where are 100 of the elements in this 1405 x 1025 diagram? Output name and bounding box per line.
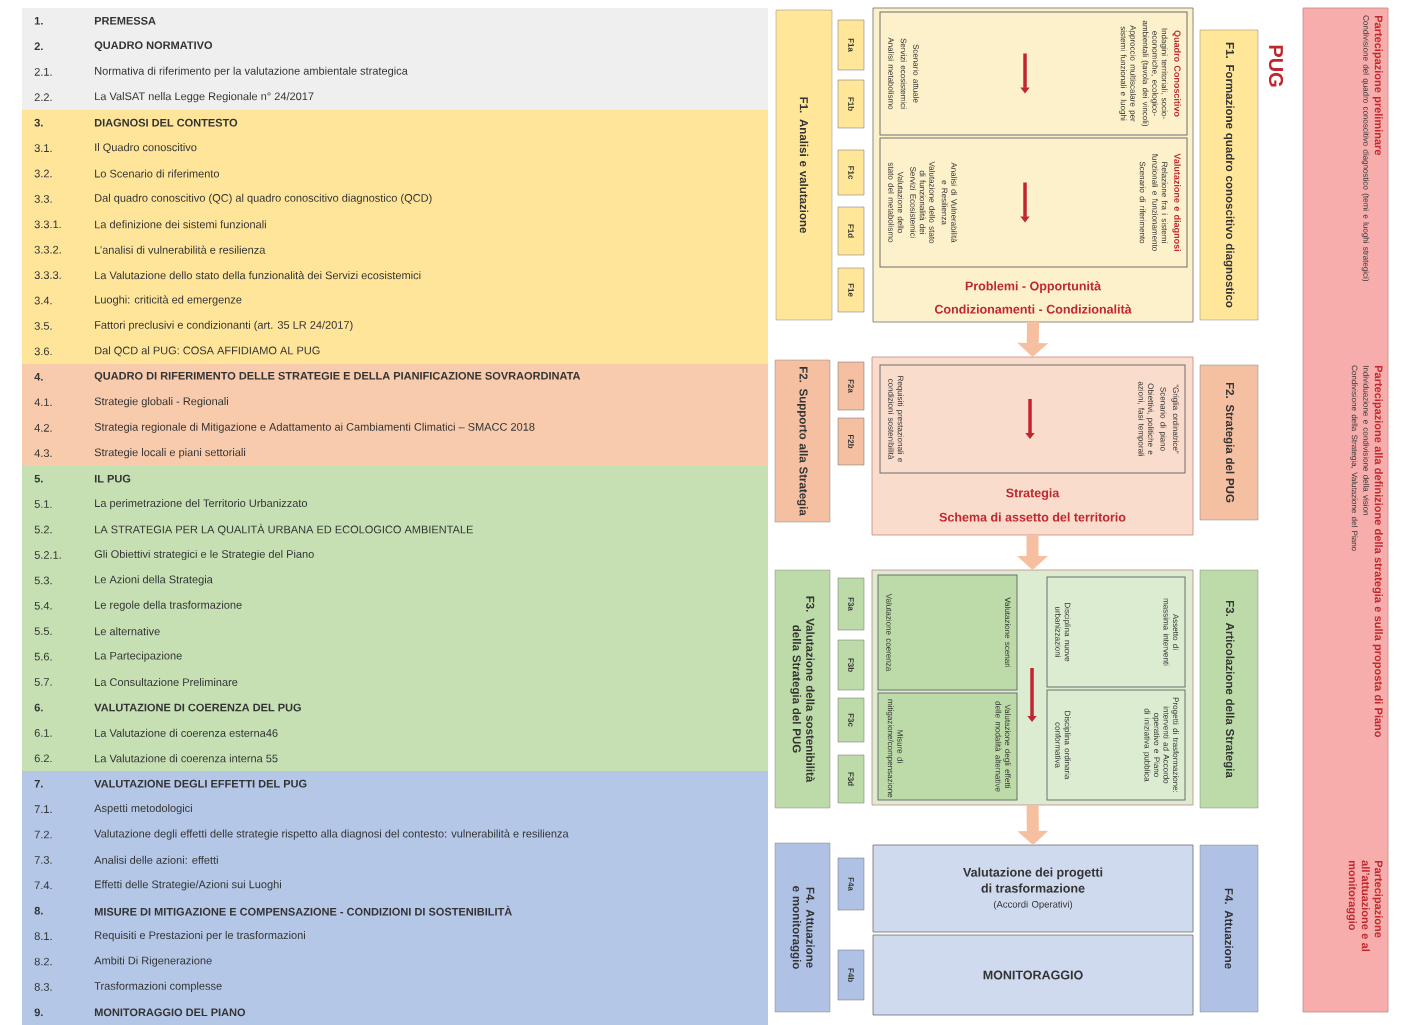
pug-heading: PUG [1268,45,1284,87]
section-title: Aspetti metodologici [94,804,192,815]
section-title: Strategia regionale di Mitigazione e Adattamento ai Cambiamenti Climatici – SMACC 2018 [94,422,535,433]
section-number: 4. [34,373,43,381]
phase-tag: F1e [837,267,865,313]
section-title: Ambiti Di Rigenerazione [94,956,212,967]
section-title: Le alternative [95,627,160,636]
section-title: QUADRO DI RIFERIMENTO DELLE STRATEGIE E DELLA PIANIFICAZIONE SOVRAORDINATA [94,371,581,382]
section-number: 3.4. [34,296,52,305]
section-title: MONITORAGGIO DEL PIANO [94,1008,246,1017]
section-number: 3.1. [34,144,52,152]
table-band [22,8,768,110]
section-number: 4.3. [34,449,52,458]
section-title: MISURE DI MITIGAZIONE E COMPENSAZIONE - CONDIZIONI DI SOSTENIBILITÀ [94,905,512,916]
phase-box: Valutazione dei progetti di trasformazione (Accordi Operativi) [872,844,1194,933]
phase-tag: F3b [837,639,865,691]
section-title: Il Quadro conoscitivo [95,143,197,154]
section-title: Valutazione degli effetti delle strategie rispetto alla diagnosi del contesto: vulnerabilità e resilienza [94,829,569,840]
phase-tag: F1a [837,19,865,71]
section-title: DIAGNOSI DEL CONTESTO [94,118,238,127]
section-number: 5.1. [34,500,52,508]
section-title: La perimetrazione del Territorio Urbanizzato [95,499,308,510]
phase-label-box: F1. Analisi e valutazione [775,9,833,321]
section-number: 5.3. [34,576,52,585]
section-title: Strategie locali e piani settoriali [94,448,246,459]
section-number: 8.1. [34,932,52,940]
section-number: 7. [34,779,43,788]
phase-tag: F4a [837,857,865,911]
section-number: 5.2.1. [34,551,61,559]
section-title: La ValSAT nella Legge Regionale n° 24/2017 [95,92,314,103]
section-number: 2. [34,42,43,51]
section-title: La Valutazione di coerenza esterna46 [95,728,278,737]
section-title: La Consultazione Preliminare [95,677,238,687]
section-title: La Partecipazione [95,651,182,662]
section-number: 1. [34,17,43,25]
table-band [22,110,768,364]
section-title: Effetti delle Strategie/Azioni sui Luoghi [95,880,281,891]
participation-band: Partecipazione preliminare Condivisione del quadro conoscitivo diagnostico (temi e luoghi strategici) Partecipazione alla definizione della strategia e sulla proposta di Piano Individuazione e condivisione della vision Condivisione della Strategia, Valutazione del Piano Partecipazione all’attuazione e al monitoraggio [1302,7,1389,1013]
section-title: La Valutazione di coerenza interna 55 [95,754,278,763]
section-number: 8.2. [34,957,52,966]
phase-tag: F1b [837,79,865,129]
section-number: 6. [34,703,43,712]
section-number: 7.2. [34,830,52,839]
section-title: VALUTAZIONE DI COERENZA DEL PUG [94,703,301,712]
section-number: 3.2. [34,169,52,178]
section-title: La Valutazione dello stato della funzionalità dei Servizi ecosistemici [95,271,421,280]
phase-tag: F4b [837,949,865,1001]
section-title: L’analisi di vulnerabilità e resilienza [95,245,266,254]
content-box: Valutazione scenari Valutazione coerenza [877,574,1018,691]
phase-tag: F1d [837,206,865,256]
section-number: 3.6. [34,347,52,356]
section-number: 3.3.3. [34,271,61,279]
section-number: 6.2. [34,754,52,763]
phase-tag: F3a [837,577,865,631]
section-number: 8. [34,906,43,915]
section-title: Lo Scenario di riferimento [95,169,220,178]
section-number: 2.2. [34,93,52,102]
section-title: Luoghi: criticità ed emergenze [95,295,242,306]
phase-tag: F2a [837,361,865,411]
section-number: 5. [34,474,43,483]
phase-tag: F1c [837,149,865,196]
section-title: LA STRATEGIA PER LA QUALITÀ URBANA ED ECOLOGICO AMBIENTALE [95,523,473,536]
section-title: Dal QCD al PUG: COSA AFFIDIAMO AL PUG [95,346,320,357]
section-number: 8.3. [34,983,52,991]
section-number: 3.3.1. [34,220,61,229]
section-number: 7.4. [34,881,52,890]
phase-tag: F3c [837,697,865,743]
section-number: 7.1. [34,805,52,813]
section-number: 4.2. [34,424,52,432]
section-title: Le regole della trasformazione [95,600,242,611]
section-title: Strategie globali - Regionali [94,397,228,408]
content-box: Quadro Conoscitivo Indagini territoriali, socio-economiche, ecologico-ambientali (tavola dei vincoli) Approccio multiscalare per sistemi funzionali e luoghi Scenario attuale Servizi ecosistemici Analisi metabolismo [879,11,1188,136]
section-number: 6.1. [34,729,52,737]
content-box: Progetti di trasformazione: interventi ad Accordo operativo e Piano di iniziativa pubblica Disciplina ordinaria conformativa [1046,689,1186,801]
phase-label-box: F2. Supporto alla Strategia [774,359,831,523]
section-number: 5.6. [34,652,52,661]
section-number: 5.2. [34,525,52,534]
phase-label-box: F3. Articolazione della Strategia [1199,569,1259,809]
section-title: Fattori preclusivi e condizionanti (art. 35 LR 24/2017) [95,320,353,331]
section-title: Dal quadro conoscitivo (QC) al quadro conoscitivo diagnostico (QCD) [95,193,432,204]
phase-label-box: F3. Valutazione della sostenibilità della Strategia del PUG [774,569,831,809]
section-number: 5.4. [34,602,52,610]
section-title: PREMESSA [94,16,156,25]
section-number: 5.7. [34,678,52,686]
section-title: La definizione dei sistemi funzionali [95,220,266,229]
section-number: 3.3. [34,195,52,203]
table-band [22,466,768,771]
phase-tag: F3d [837,754,865,804]
section-number: 4.1. [34,398,52,406]
section-number: 5.5. [34,627,52,636]
content-box: Valutazione degli effetti delle modalità alternative Misure di mitigazione/compensazione [877,692,1018,801]
section-title: QUADRO NORMATIVO [94,41,213,52]
section-title: Trasformazioni complesse [94,981,222,993]
phase-label-box: F1. Formazione quadro conoscitivo diagnostico [1199,29,1259,321]
phase-tag: F2b [837,417,865,466]
content-box: “Griglia ordinatrice” Scenario di piano Obiettivi, politiche e azioni, fasi temporali Requisiti prestazionali e condizioni sostenibilità [879,364,1186,474]
phase-box: MONITORAGGIO [872,934,1194,1016]
section-number: 3.3.2. [34,245,61,254]
section-title: Normativa di riferimento per la valutazione ambientale strategica [95,66,408,77]
section-title: Le Azioni della Strategia [95,575,213,586]
